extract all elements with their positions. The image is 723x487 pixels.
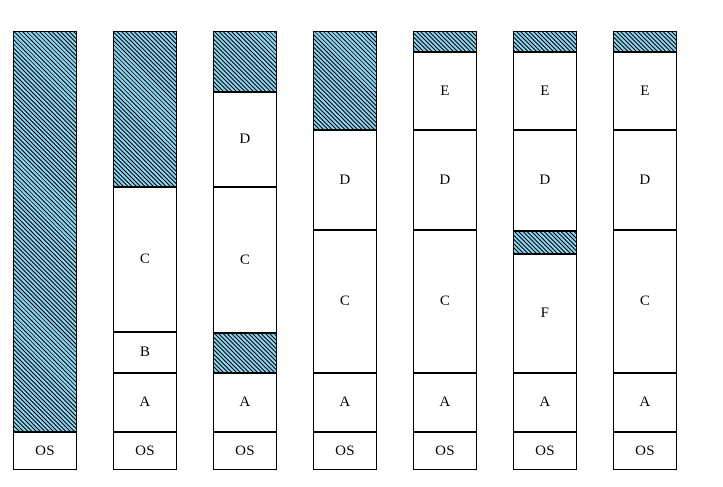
free-memory-block <box>213 31 277 92</box>
process-block-a: A <box>413 373 477 432</box>
process-block-d: D <box>213 92 277 187</box>
process-block-label: D <box>539 172 551 188</box>
process-block-e: E <box>513 52 577 130</box>
process-block-a: A <box>213 373 277 432</box>
os-block: OS <box>413 432 477 470</box>
process-block-c: C <box>613 230 677 373</box>
memory-column-7: E D C A OS <box>613 0 677 487</box>
free-memory-block <box>513 31 577 52</box>
process-block-label: C <box>139 251 151 267</box>
memory-column-3: D C A OS <box>213 0 277 487</box>
process-block-label: D <box>639 171 651 188</box>
free-memory-block <box>113 31 177 187</box>
process-block-c: C <box>313 230 377 373</box>
os-block: OS <box>513 432 577 470</box>
process-block-a: A <box>513 373 577 432</box>
process-block-f: F <box>513 254 577 373</box>
process-block-label: A <box>639 394 651 410</box>
process-block-d: D <box>613 130 677 230</box>
process-block-d: D <box>413 130 477 230</box>
os-block-label: OS <box>135 442 155 459</box>
process-block-label: A <box>339 394 351 410</box>
free-memory-block <box>613 31 677 52</box>
process-block-label: D <box>239 131 251 147</box>
memory-column-6: E D F A OS <box>513 0 577 487</box>
os-block: OS <box>113 432 177 470</box>
process-block-label: A <box>439 394 451 410</box>
process-block-c: C <box>113 187 177 332</box>
free-memory-block <box>213 333 277 373</box>
os-block-label: OS <box>35 442 55 459</box>
os-block-label: OS <box>535 442 555 459</box>
os-block-label: OS <box>635 442 655 459</box>
process-block-label: C <box>639 293 651 309</box>
process-block-label: C <box>239 251 251 268</box>
process-block-label: D <box>439 171 451 188</box>
os-block-label: OS <box>235 442 255 459</box>
free-memory-block <box>513 231 577 254</box>
process-block-label: B <box>139 344 151 360</box>
process-block-label: E <box>640 82 650 99</box>
memory-column-4: D C A OS <box>313 0 377 487</box>
process-block-a: A <box>613 373 677 432</box>
process-block-e: E <box>613 52 677 130</box>
process-block-c: C <box>413 230 477 373</box>
process-block-label: D <box>339 171 351 188</box>
process-block-label: C <box>439 293 451 309</box>
process-block-label: C <box>339 293 351 309</box>
process-block-b: B <box>113 332 177 373</box>
process-block-label: A <box>139 394 151 410</box>
process-block-a: A <box>113 373 177 432</box>
os-block-label: OS <box>335 442 355 459</box>
process-block-d: D <box>513 130 577 231</box>
os-block: OS <box>213 432 277 470</box>
memory-column-2: C B A OS <box>113 0 177 487</box>
memory-column-5: E D C A OS <box>413 0 477 487</box>
process-block-label: A <box>239 394 251 410</box>
process-block-a: A <box>313 373 377 432</box>
process-block-e: E <box>413 52 477 130</box>
free-memory-block <box>313 31 377 130</box>
process-block-label: F <box>540 305 550 321</box>
process-block-c: C <box>213 187 277 333</box>
process-block-label: E <box>540 82 550 99</box>
free-memory-block <box>413 31 477 52</box>
os-block-label: OS <box>435 442 455 459</box>
memory-column-1: OS <box>13 0 77 487</box>
os-block: OS <box>13 432 77 470</box>
process-block-label: E <box>440 82 450 99</box>
os-block: OS <box>313 432 377 470</box>
process-block-d: D <box>313 130 377 230</box>
free-memory-block <box>13 31 77 432</box>
process-block-label: A <box>539 394 551 410</box>
os-block: OS <box>613 432 677 470</box>
